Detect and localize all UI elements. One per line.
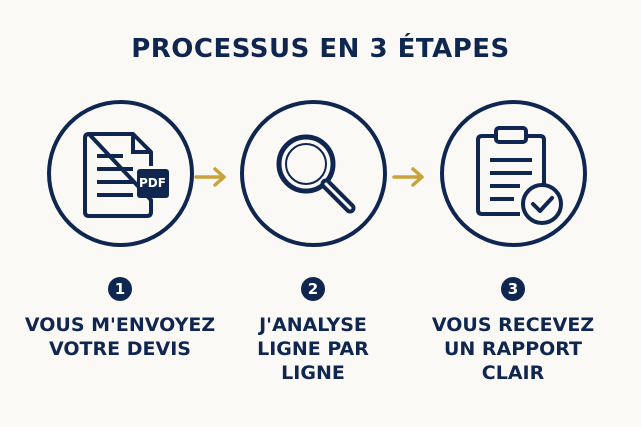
- step-circle: [439, 100, 587, 247]
- clipboard-check-icon: [475, 126, 563, 225]
- step-1: PDF 1 VOUS M'ENVOYEZ VOTRE DEVIS: [20, 100, 220, 361]
- step-circle: PDF: [46, 100, 194, 247]
- step-3: 3 VOUS RECEVEZ UN RAPPORT CLAIR: [413, 100, 613, 385]
- label-line: VOUS M'ENVOYEZ: [24, 314, 216, 336]
- step-number-badge: 2: [301, 277, 325, 301]
- label-line: UN RAPPORT: [443, 338, 583, 360]
- pdf-document-icon: [82, 132, 169, 218]
- label-line: VOTRE DEVIS: [49, 338, 191, 360]
- label-line: J'ANALYSE: [259, 314, 367, 336]
- step-label: VOUS RECEVEZ UN RAPPORT CLAIR: [413, 313, 613, 385]
- arrow-right-icon: [392, 167, 424, 187]
- page-title: PROCESSUS EN 3 ÉTAPES: [131, 34, 510, 64]
- pdf-label: PDF: [139, 176, 166, 190]
- label-line: LIGNE: [281, 362, 345, 384]
- step-number-badge: 1: [108, 277, 132, 301]
- magnifier-icon: [276, 134, 355, 214]
- step-label: J'ANALYSE LIGNE PAR LIGNE: [213, 313, 413, 385]
- step-circle: [239, 100, 387, 247]
- step-number-badge: 3: [501, 277, 525, 301]
- step-2: 2 J'ANALYSE LIGNE PAR LIGNE: [213, 100, 413, 385]
- step-label: VOUS M'ENVOYEZ VOTRE DEVIS: [20, 313, 220, 361]
- label-line: CLAIR: [481, 362, 545, 384]
- label-line: VOUS RECEVEZ: [431, 314, 595, 336]
- label-line: LIGNE PAR: [257, 338, 369, 360]
- arrow-right-icon: [194, 167, 226, 187]
